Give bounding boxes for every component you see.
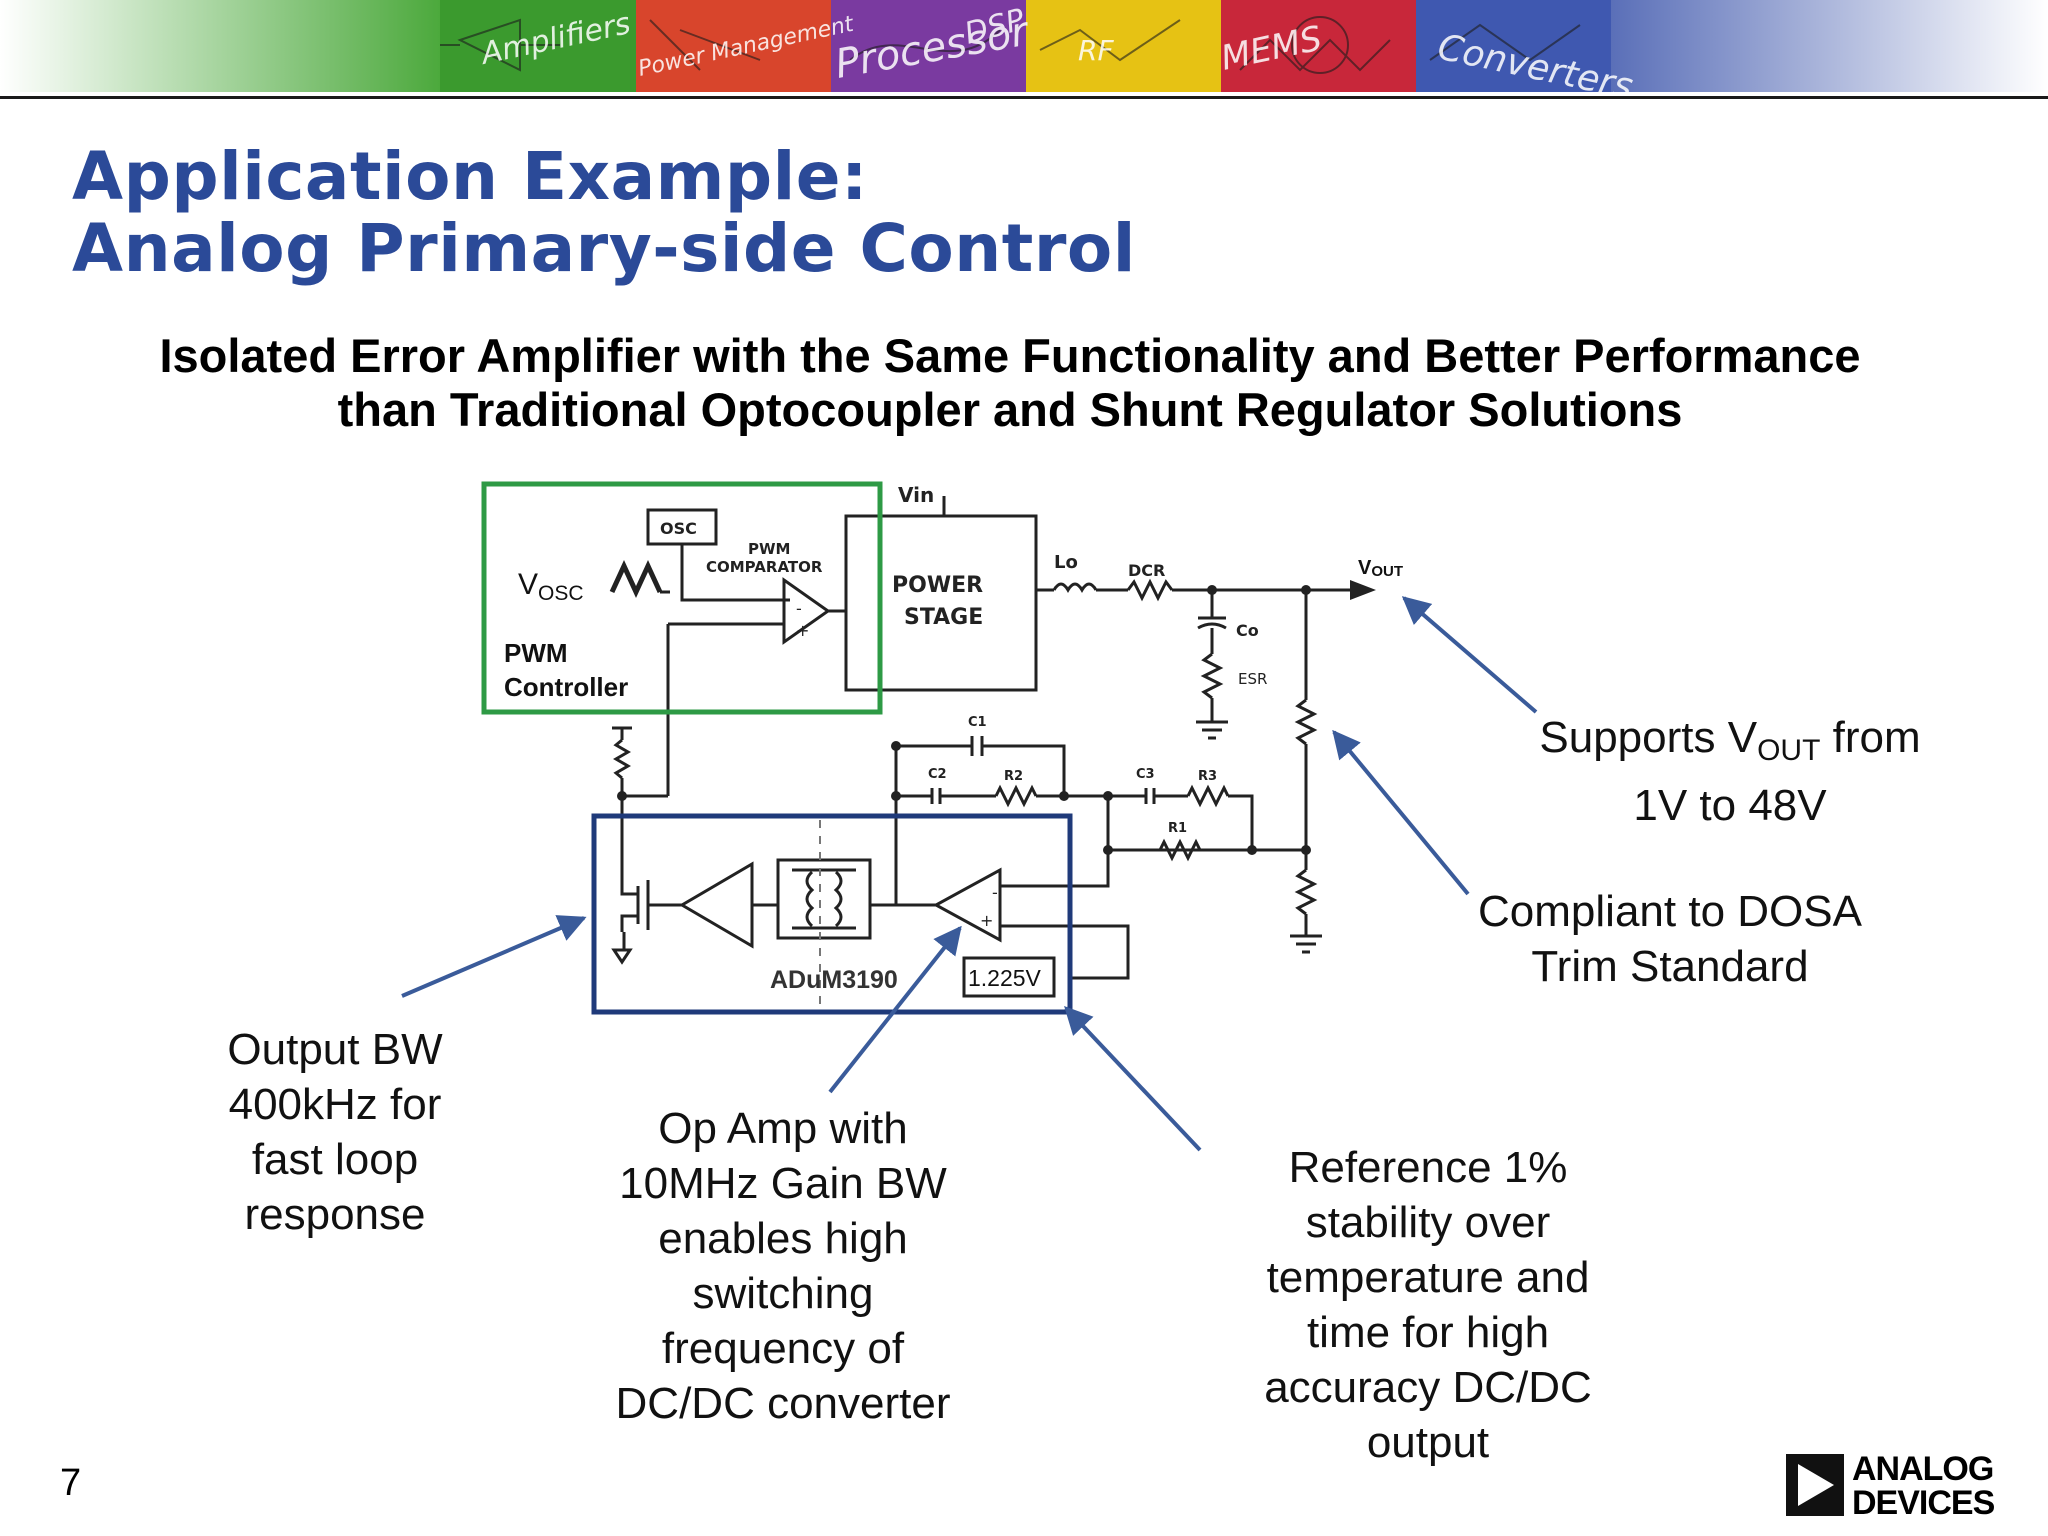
- error-op-amp: [932, 867, 1002, 943]
- label-pwm-controller-2: Controller: [504, 672, 628, 702]
- label-r2: R2: [1004, 769, 1023, 784]
- label-r1: R1: [1168, 821, 1187, 836]
- svg-text:RF: RF: [1078, 34, 1114, 67]
- callout-op-amp: Op Amp with 10MHz Gain BW enables high s…: [615, 1104, 951, 1428]
- label-vosc: VOSC: [518, 568, 584, 605]
- header-banner: Amplifiers Power Management Processor DS…: [0, 0, 2048, 92]
- label-comp-minus: -: [796, 599, 802, 618]
- resistor-divider-top: [1294, 698, 1318, 746]
- callout-output-bw: Output BW 400kHz for fast loop response: [227, 1025, 443, 1239]
- label-pwm-controller-1: PWM: [504, 638, 568, 668]
- arrow-op-amp: [828, 925, 962, 1094]
- vout-arrow: [1350, 580, 1376, 600]
- capacitor-c2: [930, 788, 942, 804]
- resistor-divider-bottom: [1294, 868, 1318, 916]
- banner-tile-power: [636, 0, 831, 92]
- label-co: Co: [1236, 621, 1259, 640]
- label-comp-plus: +: [796, 621, 809, 640]
- banner-tile-rf: [1026, 0, 1221, 92]
- isolation-buffer: [679, 861, 754, 949]
- label-opamp-minus: -: [992, 883, 998, 902]
- capacitor-c1: [970, 736, 984, 756]
- label-c1: C1: [968, 715, 987, 730]
- callout-dosa: Compliant to DOSA Trim Standard: [1478, 887, 1862, 991]
- arrow-dosa: [1332, 729, 1470, 896]
- label-ref: 1.225V: [968, 965, 1042, 991]
- label-chip: ADuM3190: [770, 966, 898, 994]
- company-logo-text: ANALOG DEVICES: [1852, 1450, 1995, 1522]
- label-vin: Vin: [898, 483, 934, 507]
- resistor-esr: [1200, 652, 1224, 700]
- capacitor-co: [1197, 616, 1227, 630]
- arrow-vout-range: [1401, 596, 1538, 714]
- label-r3: R3: [1198, 769, 1217, 784]
- label-pwm-comparator-1: PWM: [748, 540, 790, 558]
- label-c2: C2: [928, 767, 947, 782]
- label-power-stage-1: POWER: [892, 573, 983, 598]
- resistor-r1: [1158, 838, 1202, 862]
- inductor-lo: [1052, 582, 1098, 593]
- label-c3: C3: [1136, 767, 1155, 782]
- resistor-r3: [1186, 784, 1230, 808]
- label-vout: VOUT: [1358, 557, 1403, 580]
- power-stage-box: [844, 514, 1038, 692]
- adum3190-box: [591, 813, 1073, 1015]
- page-number: 7: [60, 1462, 82, 1504]
- banner-tile-processor: [831, 0, 1026, 92]
- slide-title-line-2: Analog Primary-side Control: [72, 210, 1136, 287]
- callout-vout-range: Supports VOUT from 1V to 48V: [1539, 713, 1921, 830]
- slide-subtitle-line-1: Isolated Error Amplifier with the Same F…: [159, 329, 1861, 382]
- resistor-bias: [613, 738, 631, 780]
- pwm-controller-box: [481, 481, 883, 715]
- arrow-reference: [1064, 1005, 1202, 1152]
- label-dcr: DCR: [1128, 561, 1165, 580]
- pwm-comparator: [782, 577, 831, 645]
- arrow-output-bw: [401, 915, 587, 998]
- label-esr: ESR: [1238, 670, 1267, 688]
- vosc-ramp: [609, 560, 663, 598]
- reference-box: [962, 956, 1056, 998]
- label-osc: OSC: [660, 519, 697, 538]
- callout-reference: Reference 1% stability over temperature …: [1264, 1143, 1592, 1467]
- analog-devices-logo-icon: [1786, 1454, 1844, 1516]
- label-opamp-plus: +: [980, 911, 993, 930]
- label-pwm-comparator-2: COMPARATOR: [706, 558, 823, 576]
- resistor-dcr: [1126, 578, 1174, 602]
- transformer-box: [776, 858, 872, 940]
- slide-title-line-1: Application Example:: [72, 138, 868, 215]
- capacitor-c3: [1144, 788, 1156, 804]
- label-lo: Lo: [1054, 552, 1078, 573]
- label-power-stage-2: STAGE: [904, 605, 983, 630]
- banner-divider: [0, 96, 2048, 99]
- slide-subtitle-line-2: than Traditional Optocoupler and Shunt R…: [337, 383, 1683, 436]
- resistor-r2: [994, 784, 1038, 808]
